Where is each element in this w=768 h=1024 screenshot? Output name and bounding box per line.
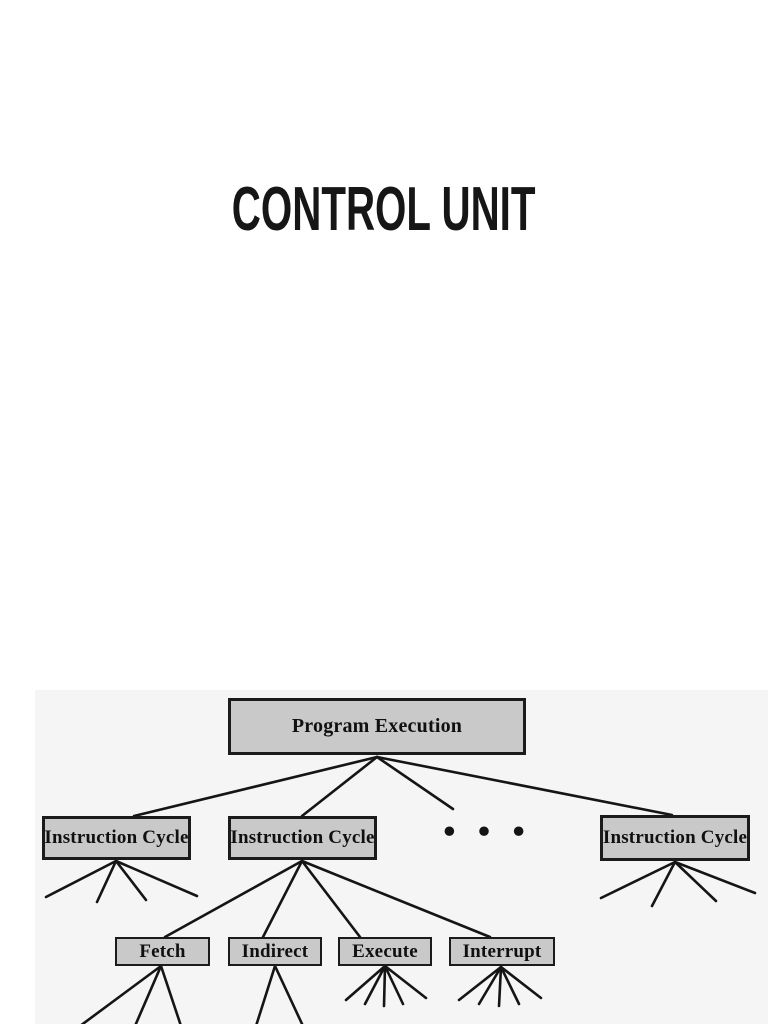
node-indirect: Indirect [228,937,322,966]
node-program-execution: Program Execution [228,698,526,755]
node-instruction-cycle-3: Instruction Cycle [600,815,750,861]
node-fetch: Fetch [115,937,210,966]
page-title: CONTROL UNIT [0,179,768,243]
tree-edges [44,755,757,1024]
node-instruction-cycle-1: Instruction Cycle [42,816,191,860]
ellipsis-dots: • • • [440,817,532,848]
page-title-text: CONTROL UNIT [232,175,536,244]
node-interrupt: Interrupt [449,937,555,966]
node-instruction-cycle-2: Instruction Cycle [228,816,377,860]
node-execute: Execute [338,937,432,966]
